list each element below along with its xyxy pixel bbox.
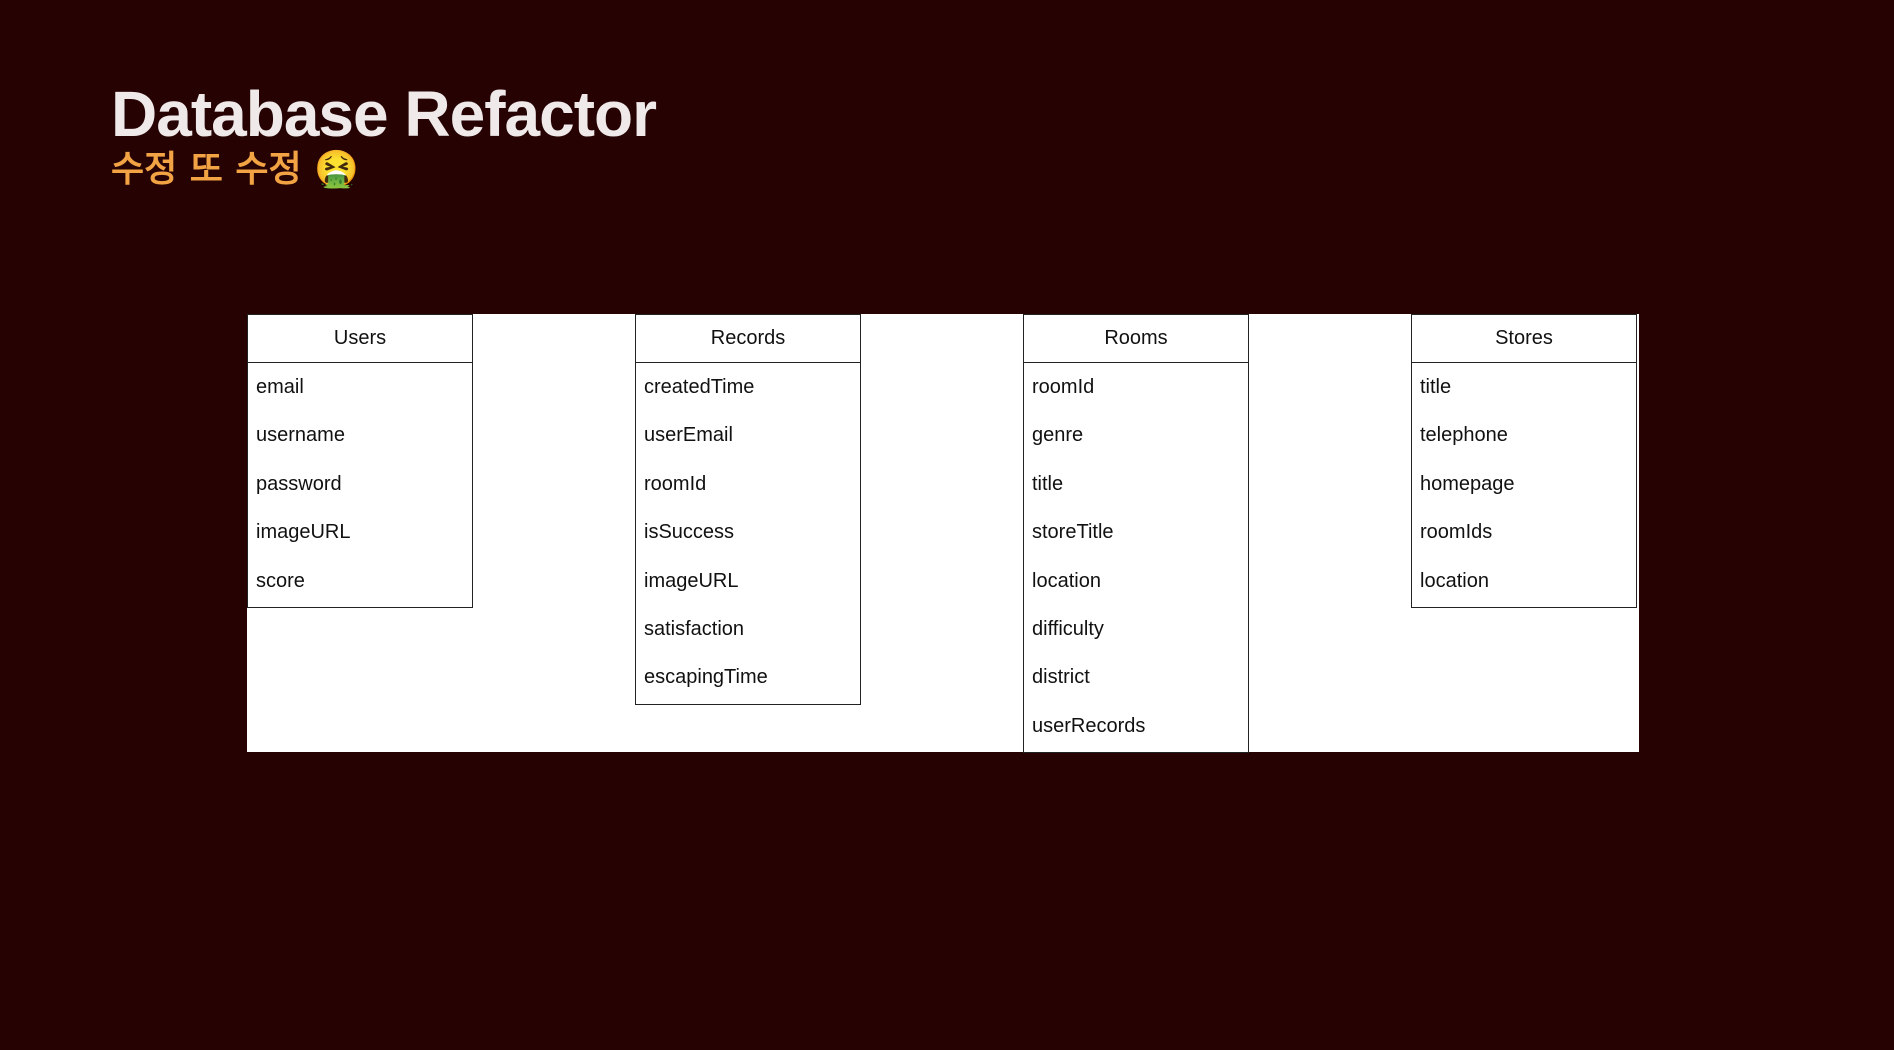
entity-stores: Stores title telephone homepage roomIds loca…: [1411, 314, 1637, 608]
entity-field: homepage: [1420, 472, 1515, 495]
entity-records: Records createdTime userEmail roomId isSucc…: [635, 314, 861, 705]
entity-field: title: [1032, 472, 1064, 495]
entity-rooms: Rooms roomId genre title storeTitle location…: [1023, 314, 1249, 754]
entity-header: Rooms: [1024, 315, 1248, 363]
entity-field: roomId: [644, 472, 707, 495]
entity-field: location: [1420, 569, 1489, 592]
entity-header: Stores: [1412, 315, 1636, 363]
entity-users: Users email username password imageURL score: [247, 314, 473, 608]
entity-field: isSuccess: [644, 521, 735, 544]
entity-field: roomId: [1032, 376, 1095, 398]
entity-field: telephone: [1420, 424, 1508, 447]
entity-field: imageURL: [256, 521, 351, 544]
entity-field: title: [1420, 376, 1452, 398]
entity-fields: roomId genre title storeTitle location diffic…: [1024, 363, 1248, 752]
entity-field: username: [256, 424, 345, 447]
entity-fields: title telephone homepage roomIds location: [1412, 363, 1636, 607]
entity-field: satisfaction: [644, 617, 745, 640]
entity-header: Users: [248, 315, 472, 363]
entity-field: email: [256, 376, 304, 398]
entity-field: escapingTime: [644, 666, 768, 689]
entity-field: score: [256, 569, 305, 592]
entity-field: storeTitle: [1032, 521, 1114, 544]
entity-field: location: [1032, 569, 1101, 592]
entity-field: district: [1032, 666, 1090, 689]
entity-field: difficulty: [1032, 617, 1104, 640]
entity-header: Records: [636, 315, 860, 363]
entity-field: userEmail: [644, 424, 733, 447]
database-diagram: Users email username password imageURL score…: [247, 314, 1639, 754]
slide-title: Database Refactor: [111, 78, 657, 150]
entity-field: password: [256, 472, 342, 495]
entity-field: userRecords: [1032, 714, 1146, 737]
entity-field: imageURL: [644, 569, 739, 592]
entity-field: createdTime: [644, 376, 755, 398]
entity-fields: email username password imageURL score: [248, 363, 472, 607]
slide-subtitle: 수정 또 수정 🤮: [111, 149, 360, 190]
entity-field: roomIds: [1420, 521, 1493, 544]
entity-fields: createdTime userEmail roomId isSuccess image…: [636, 363, 860, 704]
entity-field: genre: [1032, 424, 1084, 447]
